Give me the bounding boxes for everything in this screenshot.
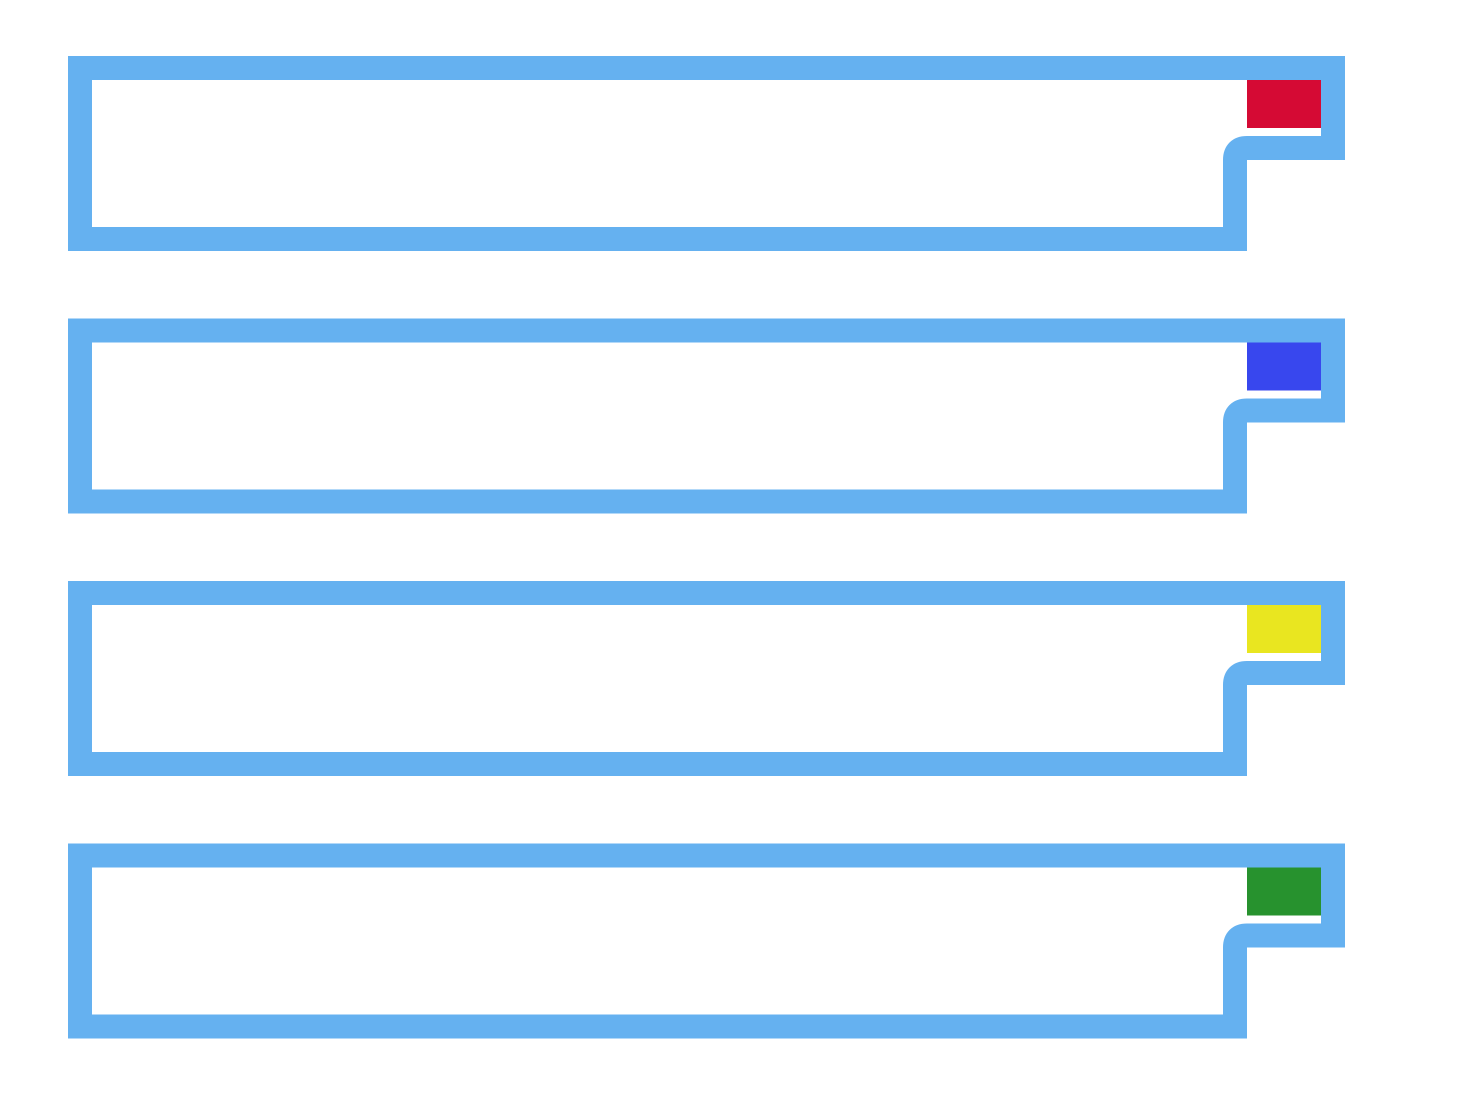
color-marker [1247,867,1321,916]
color-marker [1247,342,1321,391]
color-marker [1247,80,1321,128]
tab-box [68,318,1345,514]
tab-box [68,843,1345,1039]
tab-box-outline [68,318,1345,514]
boxes-layer [68,56,1345,1039]
tab-box-outline [68,843,1345,1039]
tab-box [68,56,1345,251]
tab-box-outline [68,581,1345,776]
tab-box [68,581,1345,776]
color-marker [1247,605,1321,653]
tab-box-outline [68,56,1345,251]
